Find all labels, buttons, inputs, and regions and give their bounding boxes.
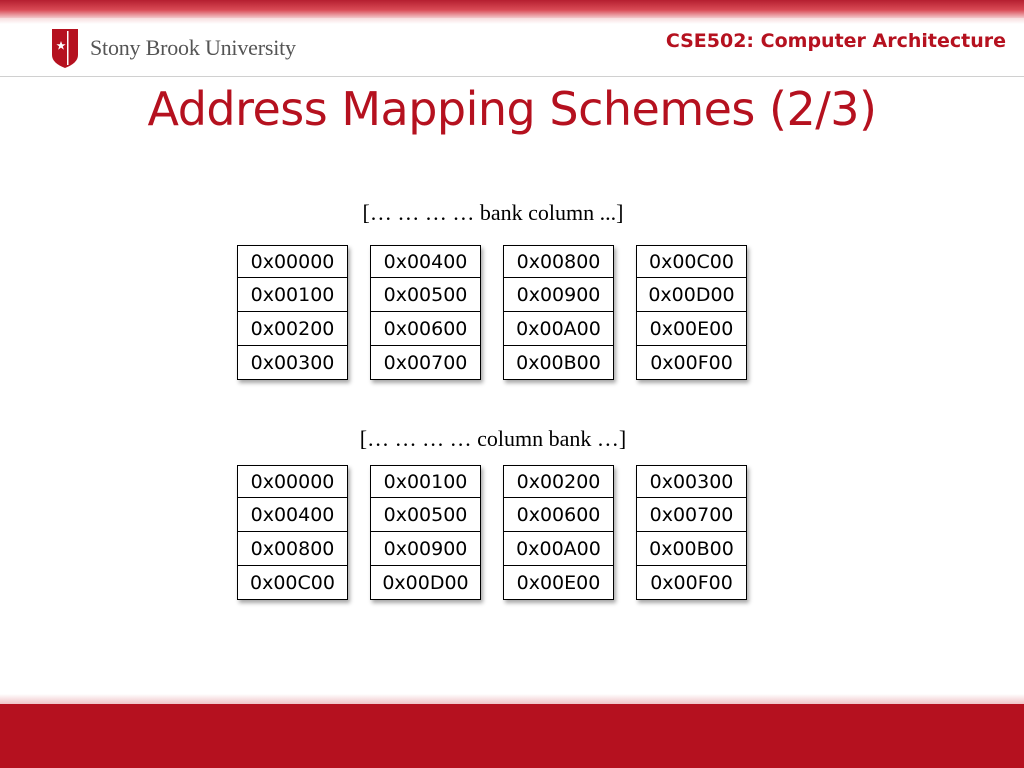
bank-box: 0x00C00 0x00D00 0x00E00 0x00F00	[636, 245, 747, 380]
address-cell: 0x00C00	[636, 245, 747, 278]
university-name: Stony Brook University	[90, 35, 296, 60]
scheme-label-column-bank: [… … … … column bank …]	[359, 426, 627, 451]
address-cell: 0x00B00	[503, 346, 614, 380]
address-cell: 0x00100	[237, 278, 348, 312]
address-cell: 0x00400	[237, 498, 348, 532]
address-cell: 0x00300	[636, 465, 747, 498]
slide-title: Address Mapping Schemes (2/3)	[147, 82, 877, 136]
scheme-label-bank-column: [… … … … bank column ...]	[362, 200, 624, 225]
address-cell: 0x00400	[370, 245, 481, 278]
address-cell: 0x00800	[503, 245, 614, 278]
university-logo: Stony Brook University	[50, 26, 296, 70]
course-title: CSE502: Computer Architecture	[665, 30, 1006, 52]
address-cell: 0x00E00	[503, 566, 614, 600]
address-cell: 0x00F00	[636, 346, 747, 380]
address-cell: 0x00700	[636, 498, 747, 532]
bank-box: 0x00000 0x00400 0x00800 0x00C00	[237, 465, 348, 600]
address-cell: 0x00C00	[237, 566, 348, 600]
address-cell: 0x00700	[370, 346, 481, 380]
footer-band-fade	[0, 694, 1024, 704]
bank-box: 0x00000 0x00100 0x00200 0x00300	[237, 245, 348, 380]
bank-box: 0x00400 0x00500 0x00600 0x00700	[370, 245, 481, 380]
address-cell: 0x00D00	[370, 566, 481, 600]
top-banner	[0, 0, 1024, 18]
star-shield-icon	[52, 29, 78, 68]
address-cell: 0x00300	[237, 346, 348, 380]
top-banner-fade	[0, 18, 1024, 24]
address-cell: 0x00000	[237, 465, 348, 498]
address-cell: 0x00A00	[503, 312, 614, 346]
address-cell: 0x00E00	[636, 312, 747, 346]
bank-grid-bank-column: 0x00000 0x00100 0x00200 0x00300 0x00400 …	[237, 245, 747, 380]
address-cell: 0x00B00	[636, 532, 747, 566]
address-cell: 0x00100	[370, 465, 481, 498]
address-cell: 0x00900	[503, 278, 614, 312]
bank-box: 0x00800 0x00900 0x00A00 0x00B00	[503, 245, 614, 380]
address-cell: 0x00200	[237, 312, 348, 346]
address-cell: 0x00200	[503, 465, 614, 498]
header-divider	[0, 76, 1024, 77]
address-cell: 0x00D00	[636, 278, 747, 312]
address-cell: 0x00600	[503, 498, 614, 532]
address-cell: 0x00000	[237, 245, 348, 278]
address-cell: 0x00500	[370, 278, 481, 312]
address-cell: 0x00500	[370, 498, 481, 532]
address-cell: 0x00600	[370, 312, 481, 346]
bank-box: 0x00200 0x00600 0x00A00 0x00E00	[503, 465, 614, 600]
bank-box: 0x00300 0x00700 0x00B00 0x00F00	[636, 465, 747, 600]
address-cell: 0x00F00	[636, 566, 747, 600]
address-cell: 0x00A00	[503, 532, 614, 566]
footer-band	[0, 704, 1024, 768]
bank-grid-column-bank: 0x00000 0x00400 0x00800 0x00C00 0x00100 …	[237, 465, 747, 600]
address-cell: 0x00900	[370, 532, 481, 566]
bank-box: 0x00100 0x00500 0x00900 0x00D00	[370, 465, 481, 600]
address-cell: 0x00800	[237, 532, 348, 566]
